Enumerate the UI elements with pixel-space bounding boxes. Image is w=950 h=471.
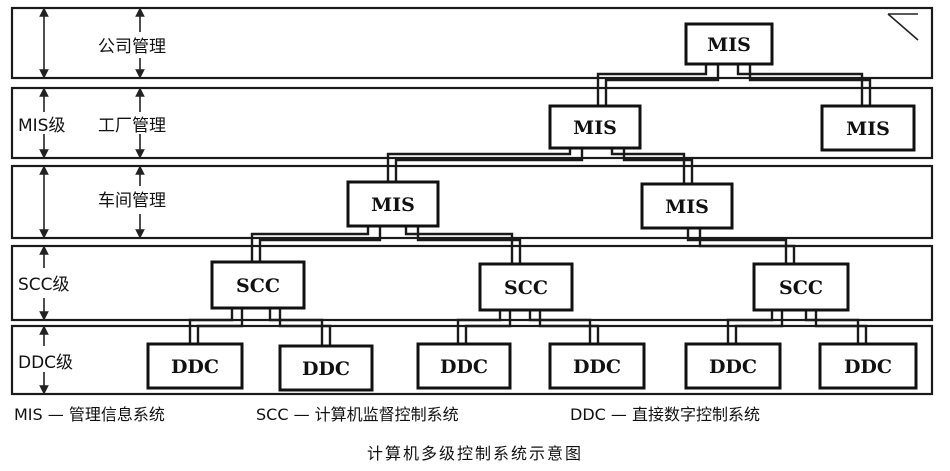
- svg-text:MIS: MIS: [371, 194, 415, 216]
- level-label-workshop: 车间管理: [98, 191, 166, 211]
- node-mis-factory-right: MIS: [820, 104, 916, 152]
- svg-text:DDC: DDC: [709, 356, 757, 378]
- connectors: [188, 62, 872, 348]
- svg-text:DDC: DDC: [171, 356, 219, 378]
- node-mis-workshop-right: MIS: [640, 182, 734, 230]
- svg-text:MIS: MIS: [846, 118, 890, 140]
- node-scc-left: SCC: [210, 260, 306, 310]
- node-ddc-3: DDC: [416, 342, 512, 390]
- svg-text:DDC: DDC: [573, 356, 621, 378]
- svg-text:MIS: MIS: [573, 117, 617, 139]
- svg-text:SCC: SCC: [236, 275, 280, 297]
- svg-text:SCC: SCC: [504, 277, 548, 299]
- svg-text:MIS: MIS: [665, 196, 709, 218]
- level-label-mis: MIS级: [18, 116, 65, 136]
- node-ddc-2: DDC: [278, 344, 374, 392]
- node-ddc-4: DDC: [548, 342, 646, 390]
- node-ddc-1: DDC: [146, 342, 244, 390]
- band-workshop: [10, 164, 934, 240]
- svg-text:MIS: MIS: [707, 34, 751, 56]
- node-mis-factory-left: MIS: [548, 104, 642, 150]
- node-ddc-5: DDC: [684, 342, 782, 390]
- node-ddc-6: DDC: [818, 342, 918, 390]
- node-mis-company: MIS: [684, 22, 774, 66]
- legend-mis: MIS — 管理信息系统: [14, 405, 165, 424]
- level-height-arrows: [39, 7, 145, 395]
- svg-text:SCC: SCC: [779, 277, 823, 299]
- diagram-caption: 计算机多级控制系统示意图: [367, 444, 583, 463]
- corner-mark: [887, 13, 919, 41]
- legend-ddc: DDC — 直接数字控制系统: [570, 405, 760, 424]
- band-company: [10, 6, 934, 80]
- level-label-factory: 工厂管理: [98, 116, 166, 136]
- level-label-company: 公司管理: [98, 37, 166, 57]
- node-mis-workshop-left: MIS: [346, 180, 440, 228]
- level-label-ddc: DDC级: [18, 353, 73, 373]
- band-factory: [10, 86, 934, 160]
- svg-text:DDC: DDC: [844, 356, 892, 378]
- svg-text:DDC: DDC: [302, 358, 350, 380]
- level-label-scc: SCC级: [18, 275, 70, 295]
- svg-text:DDC: DDC: [440, 356, 488, 378]
- node-scc-right: SCC: [752, 262, 850, 312]
- node-scc-middle: SCC: [478, 262, 574, 312]
- legend-scc: SCC — 计算机监督控制系统: [256, 405, 459, 424]
